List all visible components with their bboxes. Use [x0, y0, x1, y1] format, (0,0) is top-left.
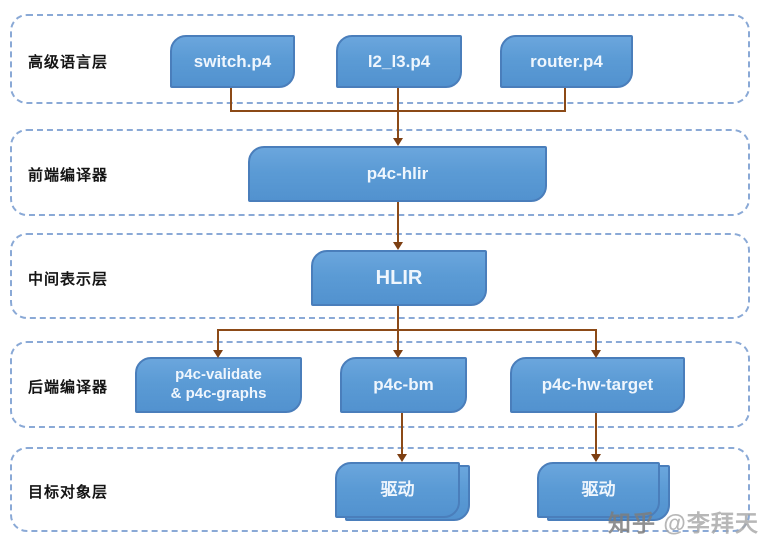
connector-hlir-down	[397, 306, 399, 331]
arrowhead-to-hlir	[393, 242, 403, 250]
node-hlir: HLIR	[311, 250, 487, 306]
connector-switch-down	[230, 88, 232, 112]
arrowhead-to-p4c-validate	[213, 350, 223, 358]
node-p4c-bm: p4c-bm	[340, 357, 467, 413]
layer-container-high-level-language	[10, 14, 750, 104]
node-l2-l3-p4: l2_l3.p4	[336, 35, 462, 88]
connector-l2l3-down	[397, 88, 399, 138]
layer-container-frontend-compiler	[10, 129, 750, 216]
connector-bm-to-driver	[401, 413, 403, 454]
node-driver-1: 驱动	[335, 462, 460, 518]
connector-branch-bm	[397, 329, 399, 350]
layer-container-target-object	[10, 447, 750, 532]
connector-merge-horizontal	[230, 110, 566, 112]
connector-branch-validate	[217, 329, 219, 350]
connector-router-down	[564, 88, 566, 112]
node-driver-2: 驱动	[537, 462, 660, 518]
layer-label-target-object: 目标对象层	[28, 484, 109, 501]
connector-branch-hwtarget	[595, 329, 597, 350]
node-switch-p4: switch.p4	[170, 35, 295, 88]
node-router-p4: router.p4	[500, 35, 633, 88]
layer-container-backend-compiler	[10, 341, 750, 428]
arrowhead-to-driver-2	[591, 454, 601, 462]
layer-label-backend-compiler: 后端编译器	[28, 379, 109, 396]
layer-container-intermediate-representation	[10, 233, 750, 319]
watermark: 知乎 @李拜天	[608, 504, 759, 538]
node-p4c-hw-target: p4c-hw-target	[510, 357, 685, 413]
layer-label-frontend-compiler: 前端编译器	[28, 167, 109, 184]
layer-label-intermediate-representation: 中间表示层	[28, 271, 109, 288]
arrowhead-to-p4c-hw-target	[591, 350, 601, 358]
node-p4c-hlir: p4c-hlir	[248, 146, 547, 202]
layer-label-high-level-language: 高级语言层	[28, 54, 109, 71]
connector-fanout-horizontal	[217, 329, 597, 331]
connector-p4chlir-to-hlir	[397, 202, 399, 242]
arrowhead-to-driver-1	[397, 454, 407, 462]
node-p4c-validate-graphs: p4c-validate & p4c-graphs	[135, 357, 302, 413]
arrowhead-to-p4c-hlir	[393, 138, 403, 146]
connector-hwtarget-to-driver	[595, 413, 597, 454]
watermark-brand: 知乎	[608, 510, 656, 536]
watermark-user: @李拜天	[663, 510, 759, 536]
arrowhead-to-p4c-bm	[393, 350, 403, 358]
